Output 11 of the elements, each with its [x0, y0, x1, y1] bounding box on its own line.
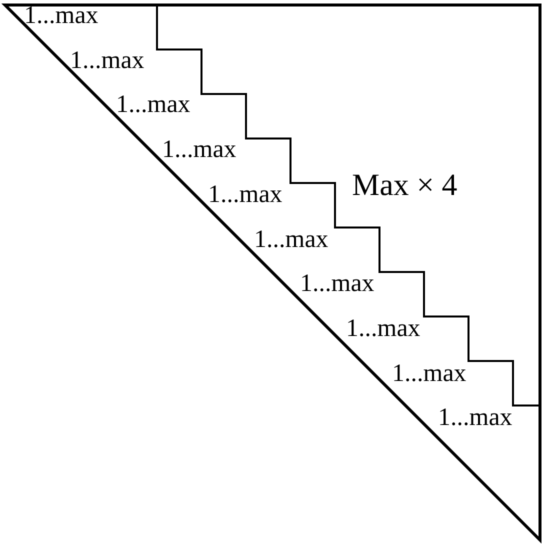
row-range-label: 1...max: [438, 404, 512, 432]
row-range-label: 1...max: [116, 91, 190, 120]
row-range-label: 1...max: [300, 270, 374, 298]
row-range-label: 1...max: [70, 46, 144, 75]
row-range-label: 1...max: [24, 2, 98, 30]
row-range-label: 1...max: [162, 136, 236, 164]
row-range-label: 1...max: [254, 226, 328, 254]
row-range-label: 1...max: [208, 180, 282, 209]
row-range-label: 1...max: [346, 314, 420, 343]
row-range-label: 1...max: [392, 360, 466, 388]
block-size-label: Max × 4: [352, 168, 458, 202]
